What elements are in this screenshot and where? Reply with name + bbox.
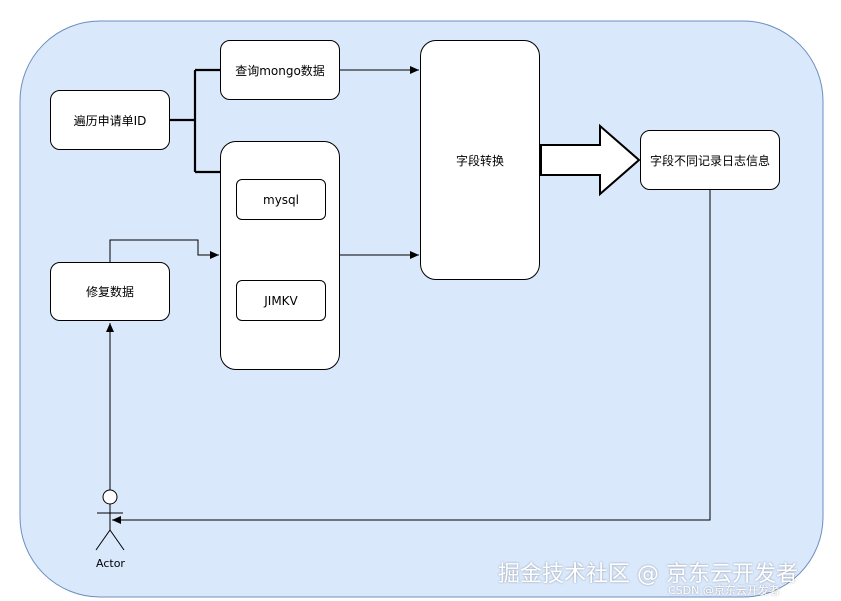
node-repair-data: 修复数据 [50,262,170,321]
connector-repair-to-storage [109,239,219,262]
node-jimkv-label: JIMKV [264,293,298,308]
actor-icon [95,489,125,551]
node-query-mongo-label: 查询mongo数据 [235,63,325,78]
node-jimkv: JIMKV [236,280,326,321]
connector-log-to-actor [112,190,711,524]
node-field-conversion-label: 字段转换 [455,153,504,168]
actor-label: Actor [96,557,125,570]
node-log-differences: 字段不同记录日志信息 [640,130,780,190]
node-iterate-applications-label: 遍历申请单ID [73,113,147,128]
node-log-differences-label: 字段不同记录日志信息 [649,153,770,168]
node-mysql: mysql [236,179,326,220]
node-repair-data-label: 修复数据 [85,285,134,299]
block-arrow-conversion-to-log [540,123,641,197]
node-mysql-label: mysql [263,192,299,207]
connector-iterate-to-branch [170,68,220,174]
node-iterate-applications: 遍历申请单ID [50,90,170,150]
node-field-conversion: 字段转换 [420,40,540,280]
watermark-main: 掘金技术社区 @ 京东云开发者 [498,562,798,587]
storage-group [220,141,340,370]
watermark-small: CSDN @京东云开发者 [668,584,780,597]
node-query-mongo: 查询mongo数据 [220,40,340,100]
